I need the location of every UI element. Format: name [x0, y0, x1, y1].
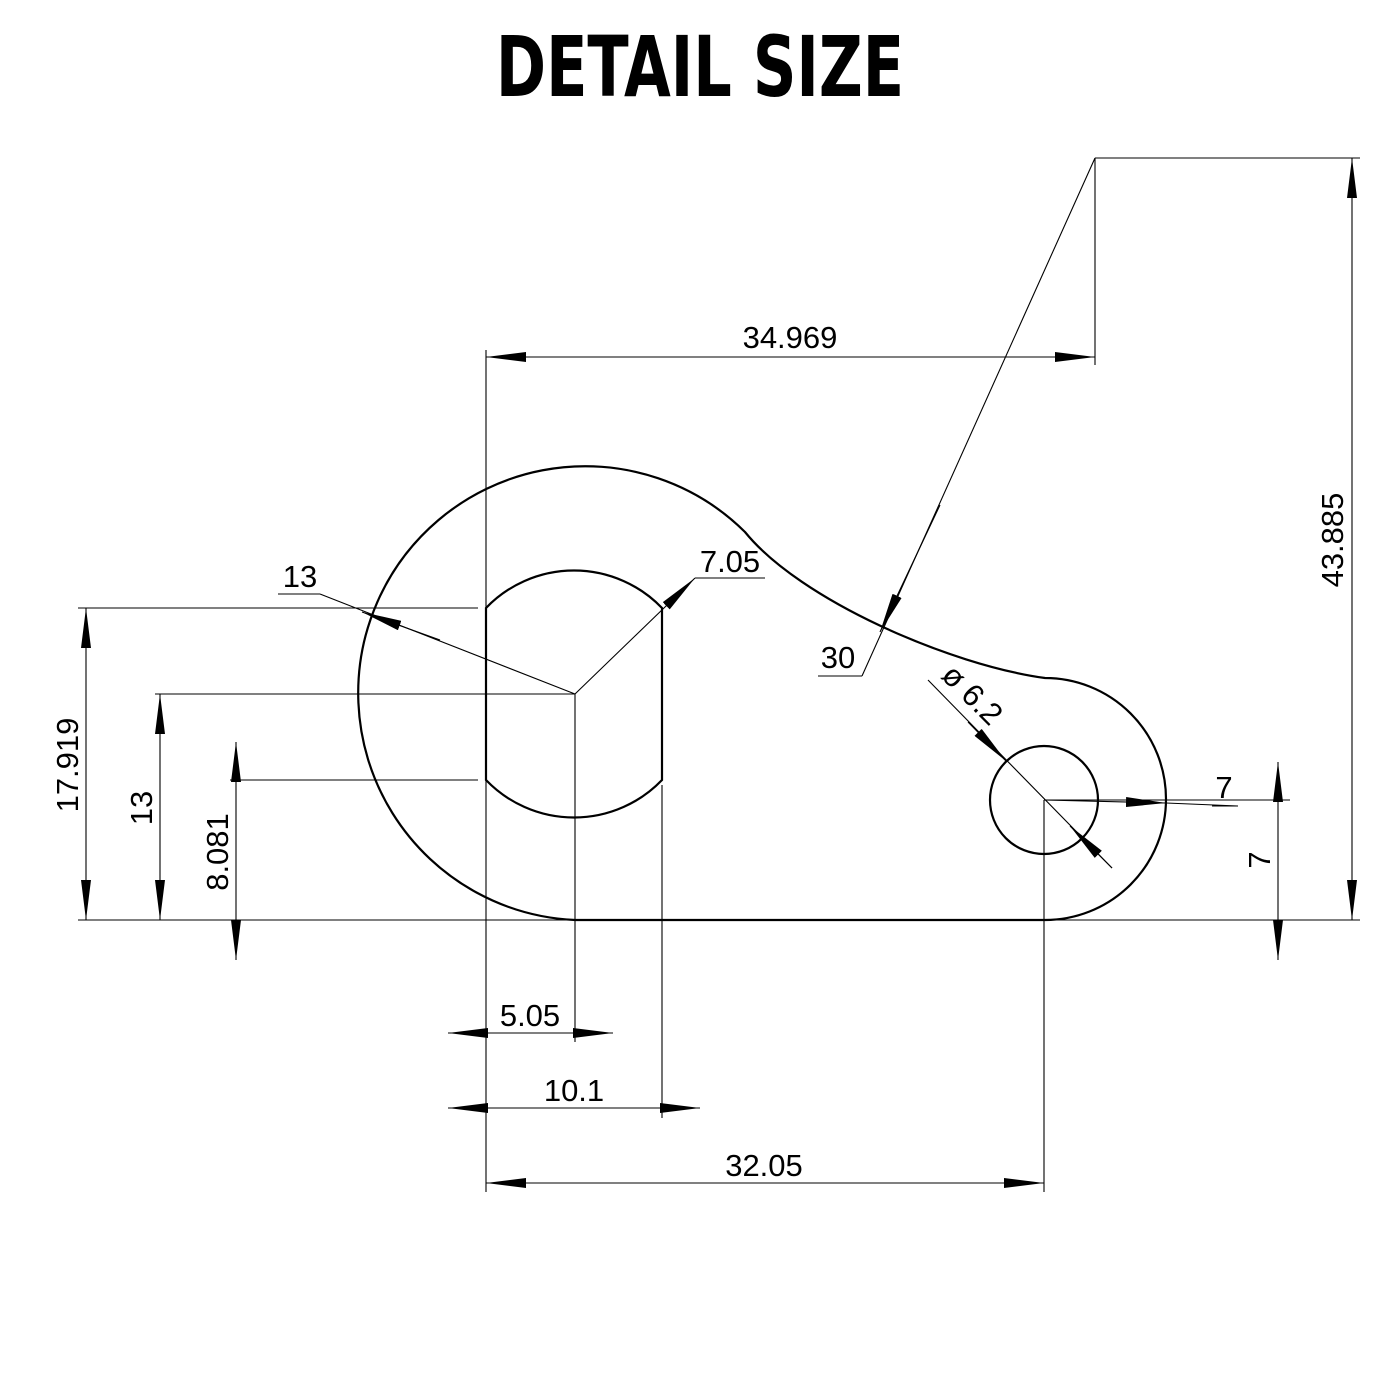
slot-cutout: [484, 569, 664, 819]
label-7-vertical: 7: [1242, 851, 1277, 868]
label-3205: 32.05: [725, 1148, 803, 1183]
drawing-title: DETAIL SIZE: [495, 18, 905, 116]
label-101: 10.1: [544, 1073, 604, 1108]
label-r7: 7: [1215, 770, 1232, 805]
part-outline: [357, 465, 1168, 922]
label-505: 5.05: [500, 998, 560, 1033]
label-34969: 34.969: [743, 320, 838, 355]
dimension-lines: [81, 157, 1357, 1188]
label-43885: 43.885: [1315, 493, 1350, 588]
extension-lines: [78, 157, 1360, 1192]
dimension-labels: 34.969 43.885 13 7.05 30 ø 6.2 7 7 17.91…: [50, 320, 1350, 1183]
label-8081: 8.081: [200, 813, 235, 891]
outer-profile: [357, 465, 1168, 922]
label-17919: 17.919: [50, 718, 85, 813]
leader-r7: [1043, 797, 1167, 808]
leader-r30: [861, 157, 1096, 677]
label-r30: 30: [821, 640, 855, 675]
label-13-left: 13: [124, 791, 159, 825]
leader-r705: [574, 577, 696, 695]
leader-r13: [319, 593, 576, 695]
label-r13: 13: [283, 559, 317, 594]
label-r705: 7.05: [700, 544, 760, 579]
